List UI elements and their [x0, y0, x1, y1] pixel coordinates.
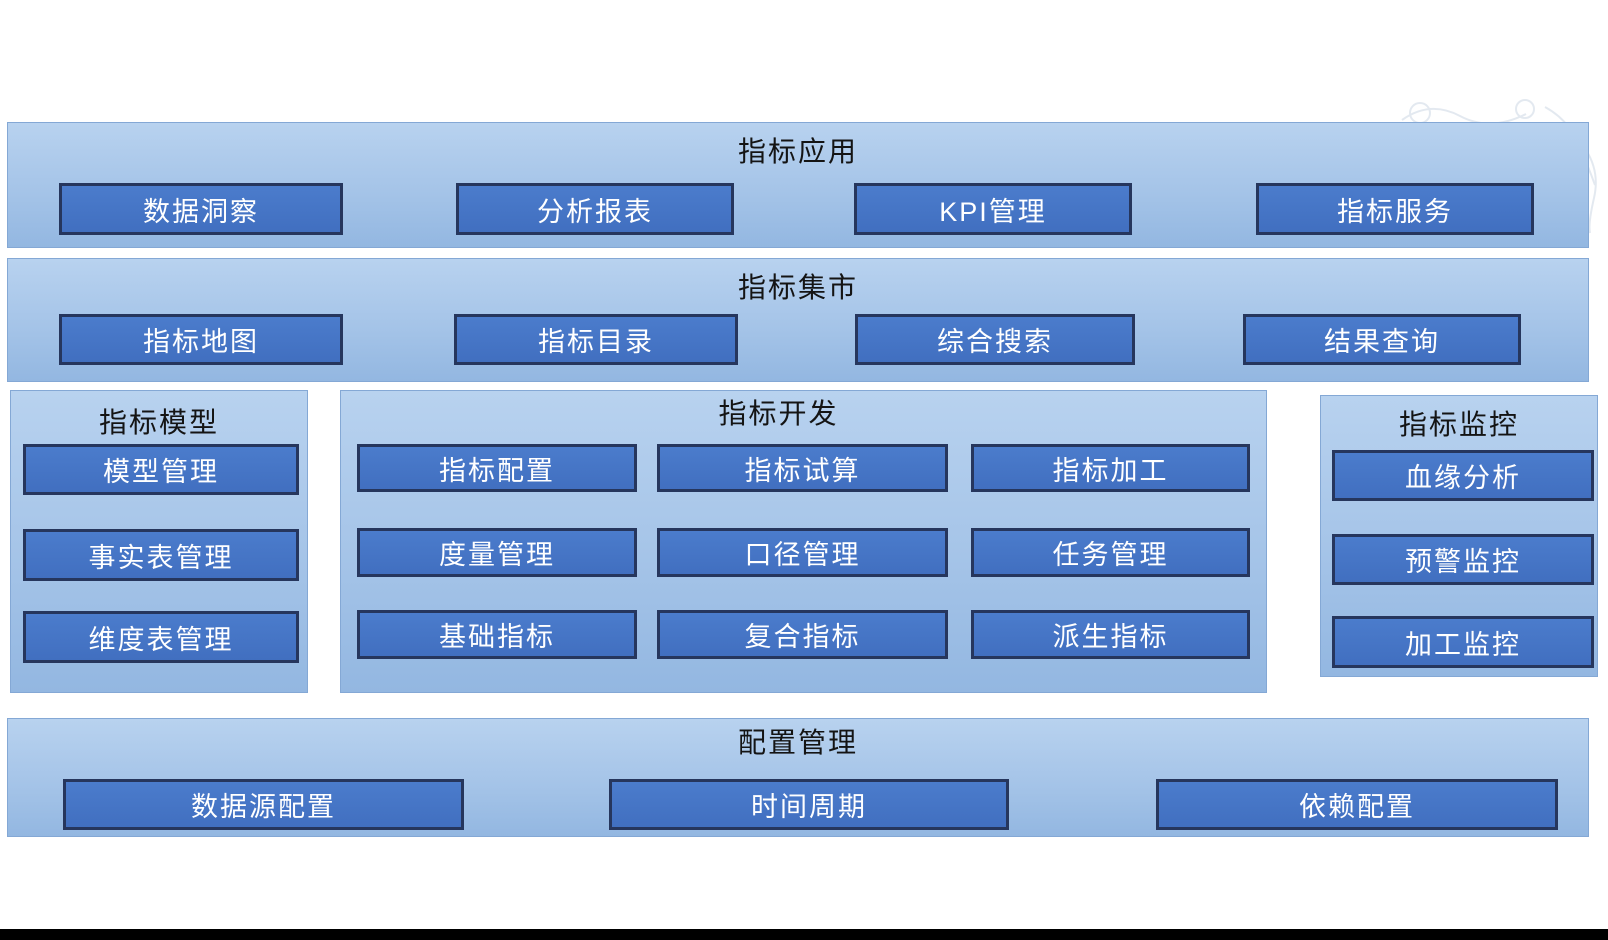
alert-monitoring-button: 预警监控: [1332, 534, 1594, 585]
derived-indicator-button: 派生指标: [971, 610, 1250, 659]
indicator-map-button: 指标地图: [59, 314, 343, 365]
data-source-config-button: 数据源配置: [63, 779, 464, 830]
config-management-band-title: 配置管理: [737, 727, 858, 758]
indicator-model-panel: 指标模型模型管理事实表管理维度表管理: [10, 390, 308, 693]
indicator-monitoring-panel: 指标监控血缘分析预警监控加工监控: [1320, 395, 1598, 677]
indicator-service-button: 指标服务: [1256, 183, 1534, 235]
data-insight-button: 数据洞察: [59, 183, 343, 235]
indicator-catalog-button: 指标目录: [454, 314, 738, 365]
indicator-market-band: 指标集市指标地图 指标目录 综合搜索 结果查询: [7, 258, 1589, 382]
model-management-button: 模型管理: [23, 444, 299, 495]
basic-indicator-button: 基础指标: [357, 610, 637, 659]
fact-table-management-button: 事实表管理: [23, 529, 299, 581]
indicator-monitoring-panel-title: 指标监控: [1398, 409, 1519, 440]
bottom-black-bar: [0, 929, 1608, 940]
indicator-market-band-title: 指标集市: [737, 272, 858, 303]
processing-monitoring-button: 加工监控: [1332, 616, 1594, 668]
composite-indicator-button: 复合指标: [657, 610, 948, 659]
indicator-application-band-title: 指标应用: [737, 136, 858, 167]
indicator-development-panel-title: 指标开发: [718, 398, 839, 429]
dimension-table-management-button: 维度表管理: [23, 611, 299, 663]
indicator-trial-calculation-button: 指标试算: [657, 444, 948, 492]
analysis-report-button: 分析报表: [456, 183, 734, 235]
kpi-management-button: KPI管理: [854, 183, 1132, 235]
time-period-button: 时间周期: [609, 779, 1009, 830]
config-management-band: 配置管理数据源配置 时间周期 依赖配置: [7, 718, 1589, 837]
lineage-analysis-button: 血缘分析: [1332, 450, 1594, 501]
caliber-management-button: 口径管理: [657, 528, 948, 577]
indicator-development-panel: 指标开发指标配置指标试算指标加工度量管理口径管理任务管理基础指标复合指标派生指标: [340, 390, 1267, 693]
dependency-config-button: 依赖配置: [1156, 779, 1558, 830]
indicator-application-band: 指标应用数据洞察 分析报表 KPI管理 指标服务: [7, 122, 1589, 248]
result-query-button: 结果查询: [1243, 314, 1521, 365]
indicator-config-button: 指标配置: [357, 444, 637, 492]
integrated-search-button: 综合搜索: [855, 314, 1135, 365]
task-management-button: 任务管理: [971, 528, 1250, 577]
measure-management-button: 度量管理: [357, 528, 637, 577]
indicator-model-panel-title: 指标模型: [98, 407, 219, 438]
indicator-processing-button: 指标加工: [971, 444, 1250, 492]
